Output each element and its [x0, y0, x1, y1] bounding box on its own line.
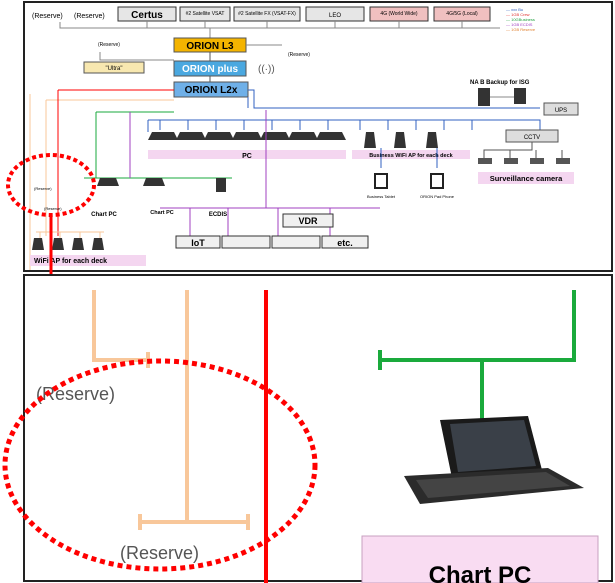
reserve-label-bottom-2: (Reserve) — [120, 543, 199, 563]
wifi-ap-small-icon-4 — [92, 238, 104, 250]
reserve-label-1: (Reserve) — [32, 13, 63, 20]
laptop-screen-inner — [450, 420, 536, 472]
biz-wifi-label: Business WiFi AP for each deck — [369, 153, 453, 159]
ecdis-label: ECDIS — [209, 212, 227, 218]
legend: — xxx Bu — 1GB Crew — 10GBusiness — 1GB … — [506, 7, 536, 32]
ecdis-icon — [216, 178, 226, 192]
red-line-top — [57, 89, 174, 236]
4g5g-label: 4G/5G (Local) — [446, 11, 478, 17]
vsat-fx-label: #2 Satellite FX (VSAT-FX) — [238, 11, 296, 17]
reserve-label-5: (Reserve) — [34, 186, 52, 191]
laptop-icon-3 — [204, 132, 234, 140]
biz-wifi-label-box — [352, 150, 470, 159]
orion-phone-label: ORION Pad Phone — [420, 194, 455, 199]
l3-connectors — [99, 44, 282, 61]
camera-icon-3 — [530, 158, 544, 164]
orion-plus-label: ORION plus — [182, 64, 239, 75]
wifi-ap-line — [36, 231, 104, 238]
laptop-icon-6 — [288, 132, 318, 140]
reserve-label-6: (Reserve) — [44, 206, 62, 211]
etc-label: etc. — [337, 238, 353, 248]
wifi-ap-icon-1 — [364, 132, 376, 148]
wifi-ap-row — [32, 238, 104, 250]
camera-links — [483, 142, 563, 158]
ups-box — [543, 102, 579, 116]
vsat-label: #2 Satellite VSAT — [186, 11, 225, 17]
chart-pc-label-bottom: Chart PC — [429, 562, 532, 583]
chart-pc2-icon-top — [143, 178, 165, 186]
wifi-ap-icon-3 — [426, 132, 438, 148]
reserve-label-3: (Reserve) — [98, 42, 120, 48]
legend-item-1: — xxx Bu — [506, 7, 523, 12]
reserve-line-bottom-2 — [138, 290, 250, 530]
camera-icon-1 — [478, 158, 492, 164]
reserve-line-top-2 — [45, 99, 174, 236]
iot-box — [175, 235, 221, 249]
4g-label: 4G (World Wide) — [380, 11, 417, 17]
legend-item-4: — 1GB ECDIS — [506, 22, 533, 27]
tablet-links — [380, 148, 438, 168]
header-connectors — [59, 21, 500, 38]
sensor-box — [271, 235, 321, 249]
orion-l3-label: ORION L3 — [186, 41, 234, 52]
na-label: NA B Backup for ISG — [470, 80, 530, 86]
camera-icon-4 — [556, 158, 570, 164]
wifi-ap-small-icon-1 — [32, 238, 44, 250]
iot-label: IoT — [191, 238, 205, 248]
surveillance-label: Surveillance camera — [490, 174, 563, 183]
legend-item-3: — 10GBusiness — [506, 17, 535, 22]
na-device-icon — [478, 88, 490, 106]
laptop-keys — [416, 472, 570, 498]
green-line-bottom — [378, 290, 576, 420]
laptop-icon-2 — [176, 132, 206, 140]
vdr-label: VDR — [298, 216, 318, 226]
ultra-label: "Ultra" — [106, 66, 123, 72]
wireless-icon: ((·)) — [258, 64, 275, 75]
business-wifi-aps — [364, 132, 438, 148]
cctv-label: CCTV — [524, 135, 540, 141]
ups-label: UPS — [555, 108, 567, 114]
cameras — [478, 158, 570, 164]
certus-label: Certus — [131, 10, 163, 21]
surveillance-label-box — [478, 172, 574, 184]
legend-item-2: — 1GB Crew — [506, 12, 530, 17]
pc-label-box — [148, 150, 346, 159]
laptop-icon-7 — [316, 132, 346, 140]
ultra-box — [83, 61, 145, 74]
reserve-label-2: (Reserve) — [74, 13, 105, 20]
laptop-icon-5 — [260, 132, 290, 140]
reserve-line-bottom-1 — [92, 290, 150, 362]
wifi-ap-label: WiFi AP for each deck — [34, 258, 107, 265]
wifi-ap-small-icon-3 — [72, 238, 84, 250]
vdr-box — [282, 213, 334, 228]
wifi-ap-icon-2 — [394, 132, 406, 148]
backup-device-icon — [514, 88, 526, 104]
legend-item-5: — 1GB Reserve — [506, 27, 536, 32]
pad-phone-icon — [430, 173, 444, 189]
highlight-ellipse-bottom — [2, 358, 318, 572]
biz-tablet-label: Business Tablet — [367, 194, 396, 199]
tablet-icon — [374, 173, 388, 189]
wifi-ap-small-icon-2 — [52, 238, 64, 250]
wifi-ap-label-box — [30, 255, 146, 266]
laptop-icon-large — [404, 416, 584, 504]
reserve-label-4: (Reserve) — [288, 52, 310, 58]
laptop-icon-4 — [232, 132, 262, 140]
pc-label: PC — [242, 153, 252, 160]
etc-box — [321, 235, 369, 249]
blue-drops — [159, 120, 473, 130]
laptop-icon-1 — [148, 132, 178, 140]
purple-line-top — [160, 110, 380, 236]
blue-backbone — [147, 89, 541, 138]
chart-pc2-label-top: Chart PC — [150, 210, 174, 216]
chart-pc-icon-top — [97, 178, 119, 186]
chart-pc-label-box-bottom — [361, 535, 599, 583]
iot2-box — [221, 235, 271, 249]
chart-pc-label-top: Chart PC — [91, 212, 117, 218]
pc-laptops — [148, 132, 346, 140]
orion-l2x-label: ORION L2x — [185, 85, 238, 96]
leo-label: LEO — [329, 13, 341, 19]
camera-icon-2 — [504, 158, 518, 164]
